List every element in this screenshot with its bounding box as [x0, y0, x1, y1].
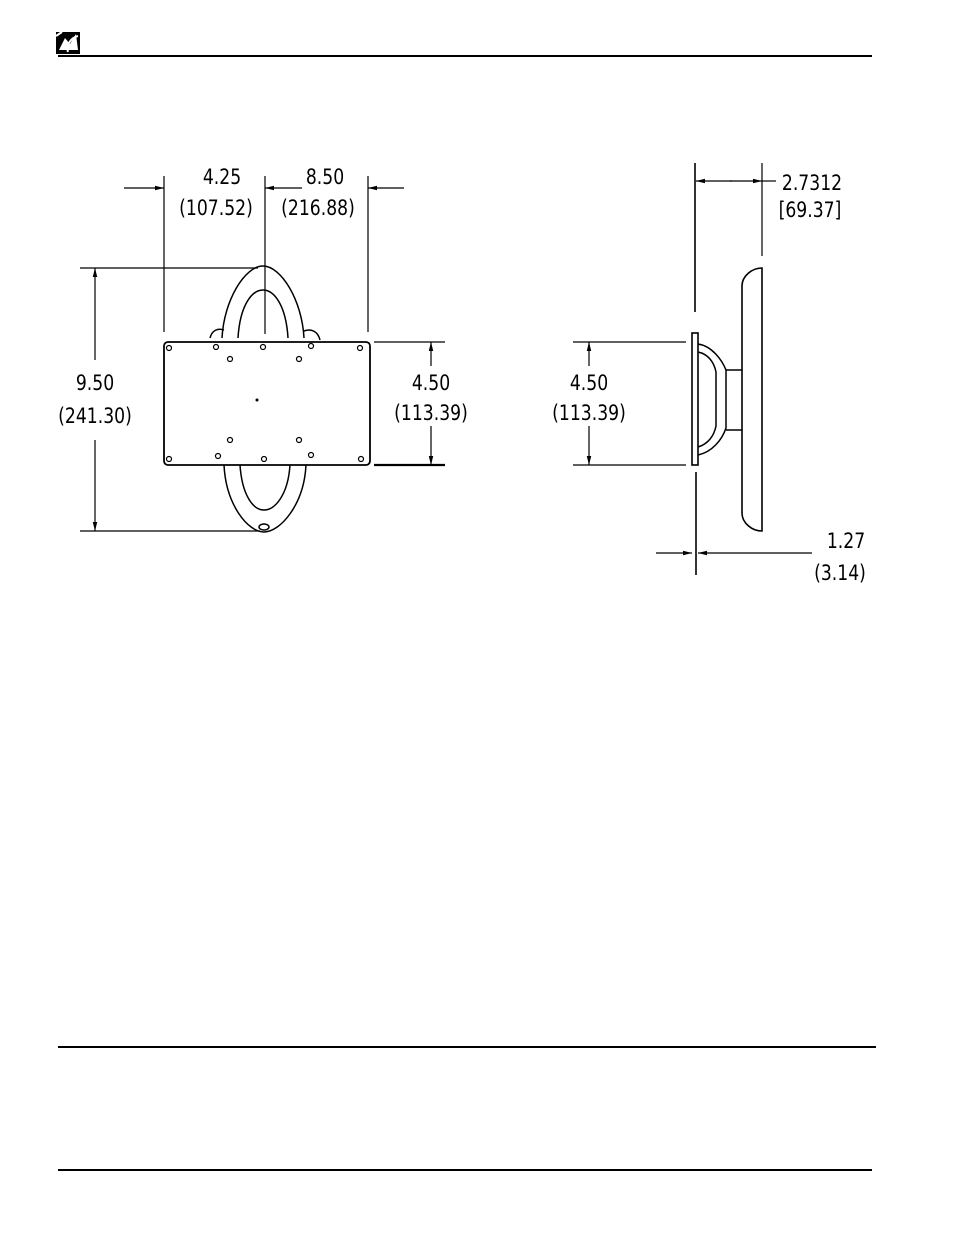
dim-side-plate-height-value: 4.50 — [570, 370, 608, 395]
side-hub — [698, 344, 742, 455]
dim-plate-thickness-metric: (3.14) — [814, 560, 866, 585]
dim-width-left-metric: (107.52) — [179, 195, 253, 220]
dim-depth-lines — [696, 163, 776, 256]
dim-overall-height-lines — [80, 268, 260, 531]
front-view: 4.25 (107.52) 8.50 (216.88) 9.50 (241.30… — [58, 164, 468, 532]
wall-reference-line — [695, 163, 696, 575]
mounting-plate — [164, 342, 370, 465]
side-view: 2.7312 [69.37] 4.50 (113.39) 1.27 (3.14) — [552, 163, 866, 585]
dim-plate-height-value: 4.50 — [412, 370, 450, 395]
lower-arm — [224, 465, 306, 532]
side-plate — [692, 333, 698, 465]
side-display-panel — [742, 268, 762, 531]
dim-width-left-value: 4.25 — [203, 164, 241, 189]
dim-width-right-metric: (216.88) — [281, 195, 355, 220]
dim-width-lines — [124, 176, 404, 334]
dim-width-right-value: 8.50 — [306, 164, 344, 189]
mounting-holes — [167, 344, 364, 462]
dim-plate-height-metric: (113.39) — [394, 400, 468, 425]
dim-overall-height-value: 9.50 — [76, 370, 114, 395]
footer-rule — [58, 1169, 872, 1171]
dim-depth-value: 2.7312 — [782, 170, 842, 195]
dim-plate-thickness-value: 1.27 — [827, 528, 865, 553]
dim-depth-metric: [69.37] — [779, 197, 842, 222]
section-rule — [58, 1046, 876, 1048]
dim-side-plate-height-metric: (113.39) — [552, 400, 626, 425]
dim-overall-height-metric: (241.30) — [58, 403, 132, 428]
